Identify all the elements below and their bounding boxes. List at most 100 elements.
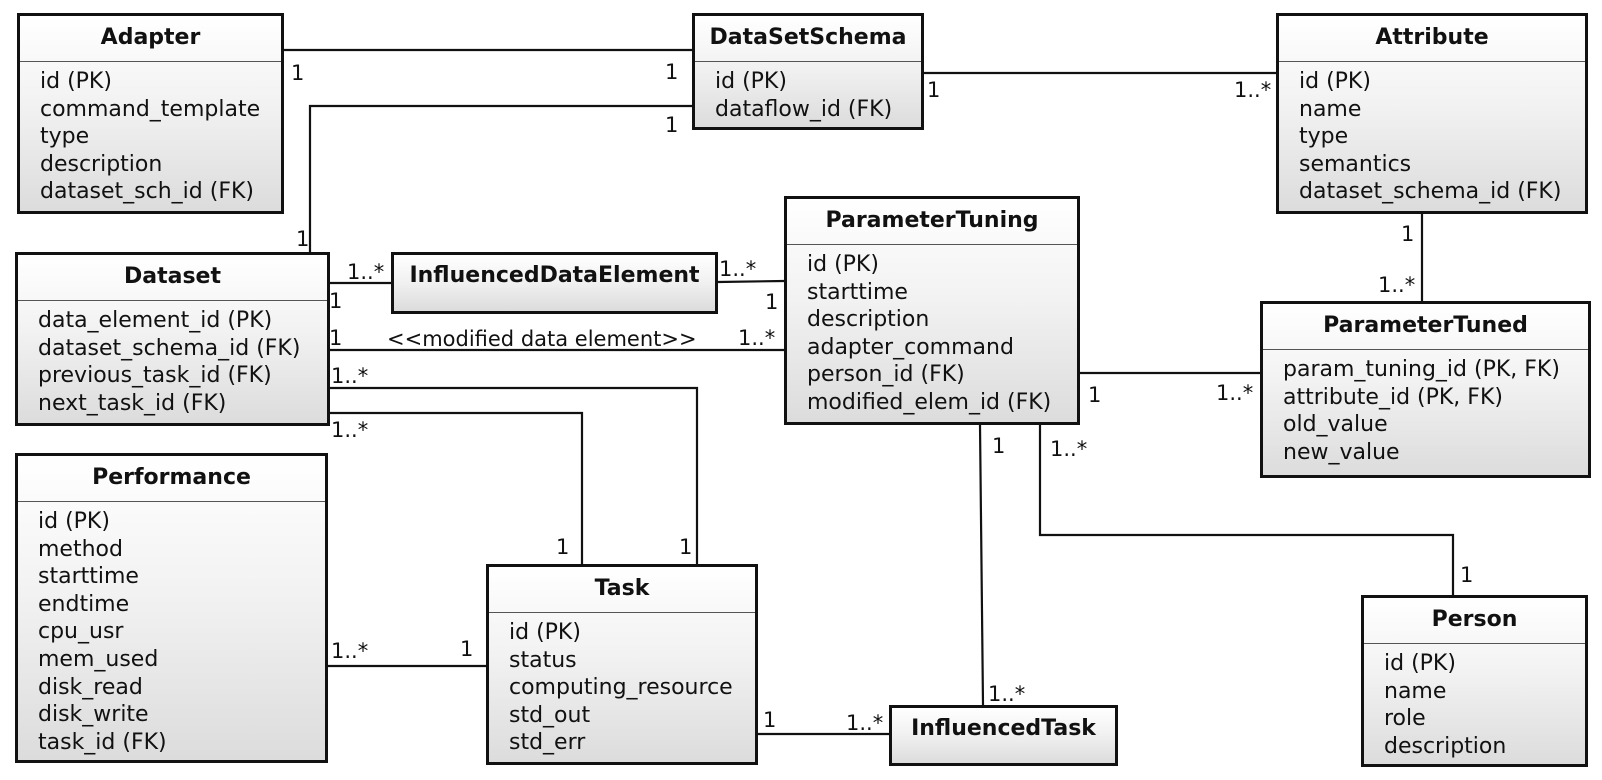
attribute-row: type	[1299, 124, 1349, 150]
entity-adapter: Adapter id (PK) command_template type de…	[17, 13, 284, 214]
attribute-row: id (PK)	[1384, 651, 1456, 676]
entity-title: DataSetSchema	[695, 16, 921, 62]
attribute-row: modified_elem_id (FK)	[807, 389, 1052, 415]
multiplicity-label: 1..*	[846, 711, 884, 735]
attribute-row: disk_write	[38, 702, 149, 728]
entity-influenced-task: InfluencedTask	[889, 705, 1118, 766]
attribute-row: data_element_id (PK)	[38, 308, 273, 333]
multiplicity-label: 1	[1401, 222, 1415, 246]
entity-task: Task id (PK) status computing_resource s…	[486, 564, 758, 765]
attribute-row: mem_used	[38, 646, 159, 672]
line-parameter-tuning-influenced-task	[978, 424, 985, 706]
attribute-row: id (PK)	[715, 69, 787, 94]
multiplicity-label: 1	[460, 637, 474, 661]
entity-dataset: Dataset data_element_id (PK) dataset_sch…	[15, 252, 330, 426]
line-influenced-data-element-parameter-tuning	[717, 279, 785, 284]
multiplicity-label: 1..*	[331, 364, 369, 388]
entity-title: Adapter	[20, 16, 281, 62]
attribute-row: dataset_schema_id (FK)	[38, 335, 301, 361]
multiplicity-label: 1	[992, 434, 1006, 458]
attribute-row: name	[1299, 96, 1362, 122]
line-parameter-tuning-person	[1038, 425, 1455, 595]
multiplicity-label: 1..*	[331, 639, 369, 663]
attribute-row: previous_task_id (FK)	[38, 363, 272, 389]
attribute-row: id (PK)	[807, 252, 879, 277]
entity-person: Person id (PK) name role description	[1361, 595, 1588, 767]
entity-title: InfluencedDataElement	[409, 263, 700, 288]
entity-title: ParameterTuned	[1263, 304, 1588, 350]
line-dataset-task-previous	[328, 386, 699, 564]
multiplicity-label: 1..*	[988, 682, 1026, 706]
entity-title: Task	[489, 567, 755, 613]
multiplicity-label: 1	[291, 61, 305, 85]
entity-title: Dataset	[18, 255, 327, 301]
attribute-list: id (PK) name type semantics dataset_sche…	[1279, 62, 1585, 206]
attribute-row: dataset_sch_id (FK)	[40, 179, 254, 205]
attribute-list: data_element_id (PK) dataset_schema_id (…	[18, 301, 327, 417]
multiplicity-label: 1..*	[1216, 381, 1254, 405]
attribute-row: semantics	[1299, 151, 1412, 177]
attribute-row: adapter_command	[807, 334, 1014, 360]
attribute-row: param_tuning_id (PK, FK)	[1283, 357, 1560, 382]
attribute-row: person_id (FK)	[807, 362, 965, 388]
entity-title: InfluencedTask	[911, 716, 1096, 741]
attribute-row: description	[807, 307, 930, 333]
multiplicity-label: 1	[1088, 383, 1102, 407]
multiplicity-label: 1	[296, 227, 310, 251]
attribute-row: disk_read	[38, 674, 143, 700]
attribute-row: std_out	[509, 702, 591, 728]
multiplicity-label: 1..*	[1050, 437, 1088, 461]
entity-title: Performance	[18, 456, 325, 502]
line-dataset-dataset-schema	[308, 104, 692, 252]
attribute-row: new_value	[1283, 439, 1400, 465]
multiplicity-label: 1	[927, 78, 941, 102]
entity-performance: Performance id (PK) method starttime end…	[15, 453, 328, 763]
attribute-row: type	[40, 124, 90, 150]
multiplicity-label: 1	[1460, 563, 1474, 587]
attribute-list: param_tuning_id (PK, FK) attribute_id (P…	[1263, 350, 1588, 466]
attribute-row: id (PK)	[38, 509, 110, 534]
attribute-row: command_template	[40, 96, 261, 122]
attribute-row: dataflow_id (FK)	[715, 96, 893, 122]
attribute-row: computing_resource	[509, 675, 733, 701]
multiplicity-label: 1..*	[347, 260, 385, 284]
attribute-list: id (PK) status computing_resource std_ou…	[489, 613, 755, 757]
entity-influenced-data-element: InfluencedDataElement	[391, 252, 718, 314]
entity-parameter-tuned: ParameterTuned param_tuning_id (PK, FK) …	[1260, 301, 1591, 478]
attribute-row: endtime	[38, 591, 130, 617]
multiplicity-label: 1..*	[331, 418, 369, 442]
multiplicity-label: 1..*	[1234, 78, 1272, 102]
multiplicity-label: 1	[665, 60, 679, 84]
attribute-row: dataset_schema_id (FK)	[1299, 179, 1562, 205]
attribute-row: task_id (FK)	[38, 729, 167, 755]
entity-parameter-tuning: ParameterTuning id (PK) starttime descri…	[784, 196, 1080, 425]
attribute-list: id (PK) method starttime endtime cpu_usr…	[18, 502, 325, 756]
attribute-row: starttime	[807, 279, 908, 305]
multiplicity-label: 1	[679, 535, 693, 559]
attribute-row: starttime	[38, 564, 139, 590]
multiplicity-label: 1	[763, 708, 777, 732]
stereotype-label: <<modified data element>>	[387, 327, 697, 351]
attribute-row: old_value	[1283, 412, 1388, 438]
multiplicity-label: 1	[329, 326, 343, 350]
attribute-list: id (PK) dataflow_id (FK)	[695, 62, 921, 123]
multiplicity-label: 1	[665, 113, 679, 137]
attribute-row: id (PK)	[1299, 69, 1371, 94]
attribute-row: next_task_id (FK)	[38, 390, 227, 416]
attribute-row: role	[1384, 706, 1426, 732]
attribute-list: id (PK) command_template type descriptio…	[20, 62, 281, 206]
entity-attribute: Attribute id (PK) name type semantics da…	[1276, 13, 1588, 214]
entity-title: ParameterTuning	[787, 199, 1077, 245]
entity-title: Attribute	[1279, 16, 1585, 62]
attribute-row: id (PK)	[40, 69, 112, 94]
attribute-row: status	[509, 647, 577, 673]
attribute-row: description	[40, 151, 163, 177]
attribute-row: description	[1384, 733, 1507, 759]
attribute-row: cpu_usr	[38, 619, 124, 645]
multiplicity-label: 1..*	[738, 326, 776, 350]
entity-title: Person	[1364, 598, 1585, 644]
attribute-row: attribute_id (PK, FK)	[1283, 384, 1503, 410]
multiplicity-label: 1	[765, 290, 779, 314]
attribute-list: id (PK) starttime description adapter_co…	[787, 245, 1077, 417]
